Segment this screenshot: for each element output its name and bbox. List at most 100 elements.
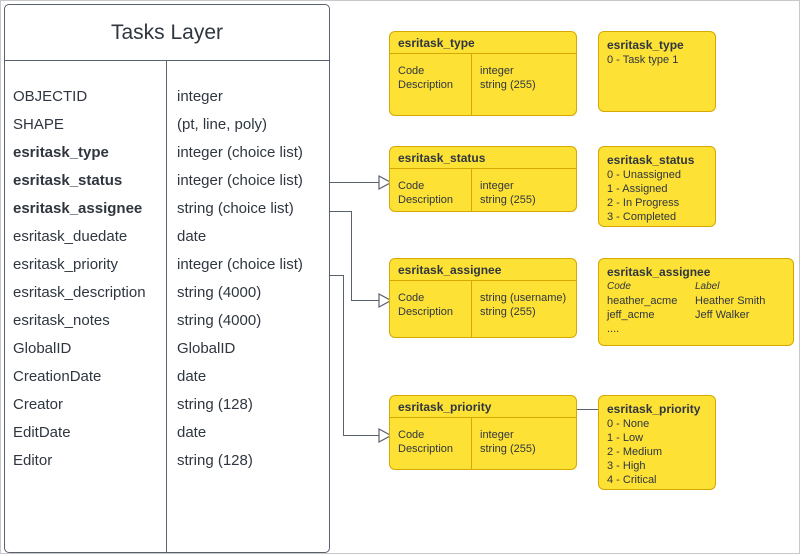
value-code: heather_acme xyxy=(607,295,678,307)
domain-label-column: Code Description xyxy=(390,54,472,115)
value-item: 0 - None xyxy=(607,418,650,430)
value-item: 2 - Medium xyxy=(607,446,663,458)
values-title: esritask_priority xyxy=(607,402,701,416)
field-name: esritask_description xyxy=(13,284,146,301)
page-title: Tasks Layer xyxy=(5,5,329,61)
value-pair-row: heather_acme Heather Smith xyxy=(607,294,785,308)
connector-assignee-h2 xyxy=(351,300,384,301)
domain-label: Description xyxy=(398,79,454,91)
domain-header: esritask_type xyxy=(390,32,576,54)
field-name: esritask_duedate xyxy=(13,228,128,245)
domain-type: string (255) xyxy=(480,306,536,318)
domain-label: Code xyxy=(398,65,425,77)
domain-box-esritask-type[interactable]: esritask_type Code Description integer s… xyxy=(389,31,577,116)
domain-type-column: integer string (255) xyxy=(472,169,576,211)
arrowhead-status xyxy=(378,175,392,190)
field-type: date xyxy=(177,228,207,245)
domain-box-esritask-assignee[interactable]: esritask_assignee Code Description strin… xyxy=(389,258,577,338)
domain-header: esritask_status xyxy=(390,147,576,169)
value-pair-row: jeff_acme Jeff Walker xyxy=(607,308,785,322)
field-type: integer (choice list) xyxy=(177,256,303,273)
connector-priority-values xyxy=(577,409,599,410)
field-type-column: integer (pt, line, poly) integer (choice… xyxy=(167,61,329,552)
field-name: GlobalID xyxy=(13,340,72,357)
connector-assignee-h1 xyxy=(330,211,352,212)
domain-label: Description xyxy=(398,443,454,455)
domain-body: Code Description integer string (255) xyxy=(390,169,576,211)
domain-label-column: Code Description xyxy=(390,281,472,337)
connector-priority-h2 xyxy=(343,435,384,436)
field-name: Creator xyxy=(13,396,64,413)
value-item: 1 - Low xyxy=(607,432,644,444)
field-type: string (4000) xyxy=(177,284,262,301)
value-item: 4 - Critical xyxy=(607,474,657,486)
field-name-column: OBJECTID SHAPE esritask_type esritask_st… xyxy=(5,61,167,552)
field-name: CreationDate xyxy=(13,368,102,385)
domain-label: Code xyxy=(398,180,425,192)
field-type: string (4000) xyxy=(177,312,262,329)
value-item: 0 - Unassigned xyxy=(607,169,681,181)
field-name: esritask_notes xyxy=(13,312,110,329)
value-label: Heather Smith xyxy=(695,295,766,307)
values-title: esritask_type xyxy=(607,38,684,52)
field-type: date xyxy=(177,424,207,441)
domain-header: esritask_priority xyxy=(390,396,576,418)
domain-box-esritask-priority[interactable]: esritask_priority Code Description integ… xyxy=(389,395,577,470)
field-type: string (128) xyxy=(177,452,253,469)
domain-type: integer xyxy=(480,180,514,192)
arrowhead-priority xyxy=(378,428,392,443)
value-label: Jeff Walker xyxy=(695,309,750,321)
field-type: integer (choice list) xyxy=(177,144,303,161)
field-name: SHAPE xyxy=(13,116,64,133)
domain-header: esritask_assignee xyxy=(390,259,576,281)
domain-body: Code Description integer string (255) xyxy=(390,418,576,469)
value-code: jeff_acme xyxy=(607,309,655,321)
values-header-label: Label xyxy=(695,281,720,292)
values-box-esritask-assignee[interactable]: esritask_assignee Code Label heather_acm… xyxy=(598,258,794,346)
values-box-esritask-type[interactable]: esritask_type 0 - Task type 1 xyxy=(598,31,716,112)
arrowhead-assignee xyxy=(378,293,392,308)
value-item: 3 - High xyxy=(607,460,646,472)
field-name: esritask_assignee xyxy=(13,200,143,217)
values-title: esritask_status xyxy=(607,153,695,167)
field-name: esritask_priority xyxy=(13,256,119,273)
domain-type: string (255) xyxy=(480,194,536,206)
domain-body: Code Description integer string (255) xyxy=(390,54,576,115)
field-type: string (128) xyxy=(177,396,253,413)
values-title: esritask_assignee xyxy=(607,265,711,279)
values-box-esritask-priority[interactable]: esritask_priority 0 - None 1 - Low 2 - M… xyxy=(598,395,716,490)
value-item: 0 - Task type 1 xyxy=(607,54,679,66)
field-type: GlobalID xyxy=(177,340,236,357)
value-item: 2 - In Progress xyxy=(607,197,680,209)
field-type: string (choice list) xyxy=(177,200,294,217)
domain-label: Code xyxy=(398,429,425,441)
domain-type: string (username) xyxy=(480,292,567,304)
values-box-esritask-status[interactable]: esritask_status 0 - Unassigned 1 - Assig… xyxy=(598,146,716,227)
field-name: Editor xyxy=(13,452,53,469)
domain-label-column: Code Description xyxy=(390,169,472,211)
tasks-layer-entity[interactable]: Tasks Layer OBJECTID SHAPE esritask_type… xyxy=(4,4,330,553)
domain-label-column: Code Description xyxy=(390,418,472,469)
domain-label: Description xyxy=(398,194,454,206)
value-item: 3 - Completed xyxy=(607,211,677,223)
domain-type: string (255) xyxy=(480,79,536,91)
domain-type: integer xyxy=(480,65,514,77)
value-item: 1 - Assigned xyxy=(607,183,668,195)
field-type: integer xyxy=(177,88,223,105)
value-ellipsis: .... xyxy=(607,323,620,335)
domain-type-column: integer string (255) xyxy=(472,54,576,115)
connector-status-horizontal xyxy=(330,182,384,183)
field-type: (pt, line, poly) xyxy=(177,116,268,133)
field-name: EditDate xyxy=(13,424,71,441)
connector-assignee-v xyxy=(351,211,352,300)
domain-box-esritask-status[interactable]: esritask_status Code Description integer… xyxy=(389,146,577,212)
domain-type: integer xyxy=(480,429,514,441)
domain-label: Code xyxy=(398,292,425,304)
domain-body: Code Description string (username) strin… xyxy=(390,281,576,337)
field-name: esritask_status xyxy=(13,172,123,189)
field-type: integer (choice list) xyxy=(177,172,303,189)
field-type: date xyxy=(177,368,207,385)
field-name: esritask_type xyxy=(13,144,109,161)
